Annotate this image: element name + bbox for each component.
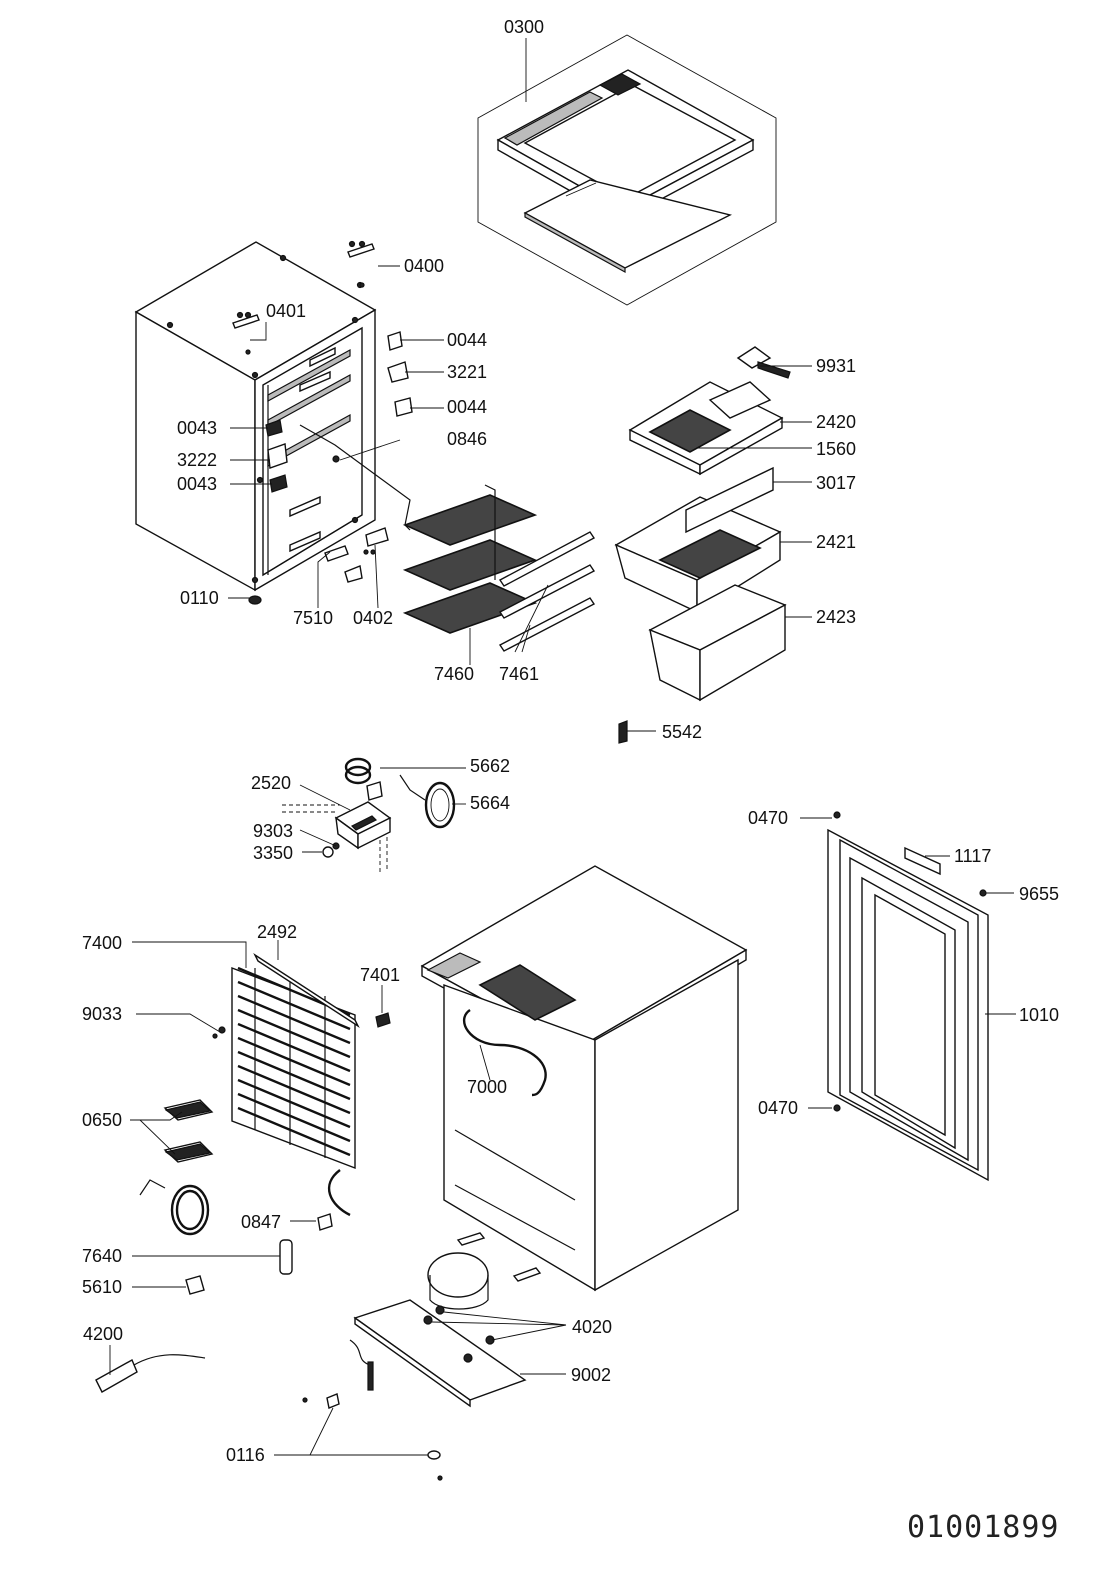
label-2421: 2421 bbox=[816, 532, 856, 552]
label-7401: 7401 bbox=[360, 965, 400, 985]
thermostat-group-drawing bbox=[282, 757, 456, 872]
evaporator-drawing bbox=[402, 484, 538, 634]
label-0116: 0116 bbox=[226, 1445, 265, 1465]
label-1560: 1560 bbox=[816, 439, 856, 459]
compressor-drawing bbox=[302, 1232, 542, 1481]
label-7461: 7461 bbox=[499, 664, 539, 684]
label-7000: 7000 bbox=[467, 1077, 507, 1097]
label-3222: 3222 bbox=[177, 450, 217, 470]
label-5664: 5664 bbox=[470, 793, 510, 813]
shelf-rails-drawing bbox=[498, 531, 596, 652]
label-5662: 5662 bbox=[470, 756, 510, 776]
label-0847: 0847 bbox=[241, 1212, 281, 1232]
label-4200: 4200 bbox=[83, 1324, 123, 1344]
label-5542: 5542 bbox=[662, 722, 702, 742]
label-9931: 9931 bbox=[816, 356, 856, 376]
label-0470-bottom: 0470 bbox=[758, 1098, 798, 1118]
label-0043-top: 0043 bbox=[177, 418, 217, 438]
label-3221: 3221 bbox=[447, 362, 487, 382]
label-4020: 4020 bbox=[572, 1317, 612, 1337]
label-3017: 3017 bbox=[816, 473, 856, 493]
label-0402: 0402 bbox=[353, 608, 393, 628]
label-0044-bottom: 0044 bbox=[447, 397, 487, 417]
cabinet-body-drawing bbox=[134, 240, 413, 605]
label-1010: 1010 bbox=[1019, 1005, 1059, 1025]
label-1117: 1117 bbox=[954, 846, 991, 866]
label-3350: 3350 bbox=[253, 843, 293, 863]
label-0470-top: 0470 bbox=[748, 808, 788, 828]
label-9033: 9033 bbox=[82, 1004, 122, 1024]
lower-cabinet-drawing bbox=[420, 865, 748, 1292]
label-7400: 7400 bbox=[82, 933, 122, 953]
label-9303: 9303 bbox=[253, 821, 293, 841]
label-0044-top: 0044 bbox=[447, 330, 487, 350]
label-7640: 7640 bbox=[82, 1246, 122, 1266]
label-0043-bottom: 0043 bbox=[177, 474, 217, 494]
leader-lines bbox=[109, 38, 1016, 1456]
label-5610: 5610 bbox=[82, 1277, 122, 1297]
label-2520: 2520 bbox=[251, 773, 291, 793]
label-2423: 2423 bbox=[816, 607, 856, 627]
label-0650: 0650 bbox=[82, 1110, 122, 1130]
document-number: 01001899 bbox=[907, 1510, 1060, 1545]
label-0110: 0110 bbox=[180, 588, 219, 608]
label-0300: 0300 bbox=[504, 17, 544, 37]
freezer-drawers-drawing bbox=[614, 346, 791, 744]
label-2420: 2420 bbox=[816, 412, 856, 432]
door-drawing bbox=[827, 811, 989, 1182]
label-9002: 9002 bbox=[571, 1365, 611, 1385]
worktop-assembly-drawing bbox=[477, 34, 777, 306]
label-7460: 7460 bbox=[434, 664, 474, 684]
condenser-drawing bbox=[212, 953, 391, 1217]
label-0400: 0400 bbox=[404, 256, 444, 276]
part-labels: 0300 0400 0401 0044 3221 0044 0043 0846 … bbox=[82, 17, 1059, 1465]
label-7510: 7510 bbox=[293, 608, 333, 628]
label-0401: 0401 bbox=[266, 301, 306, 321]
label-9655: 9655 bbox=[1019, 884, 1059, 904]
label-2492: 2492 bbox=[257, 922, 297, 942]
label-0846: 0846 bbox=[447, 429, 487, 449]
